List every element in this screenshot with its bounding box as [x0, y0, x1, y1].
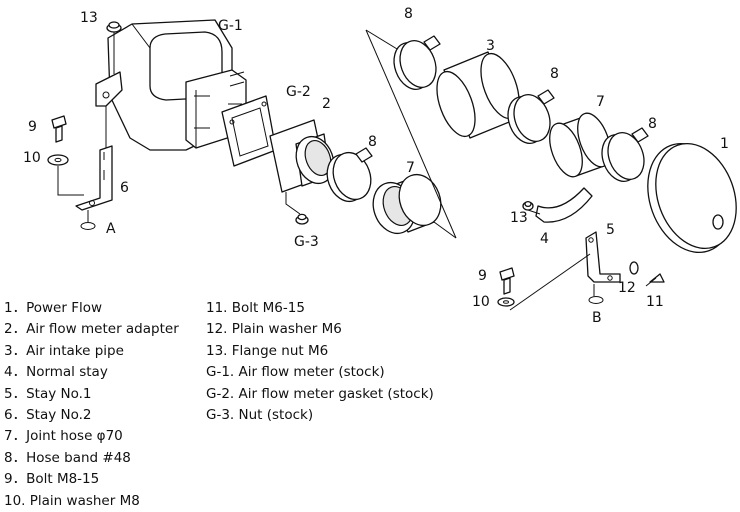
callout-a: A [106, 221, 116, 237]
callout-11: 11 [646, 294, 664, 310]
callout-7-adapter: 7 [406, 160, 415, 176]
callout-8-top: 8 [404, 6, 413, 22]
legend-item: 3．Air intake pipe [4, 342, 124, 359]
callout-9-right: 9 [478, 268, 487, 284]
power-flow-filter-1 [647, 142, 737, 254]
hose-band-8d [601, 127, 649, 182]
callout-1: 1 [720, 136, 729, 152]
callout-8-adapter: 8 [368, 134, 377, 150]
legend-item: 8．Hose band #48 [4, 449, 131, 466]
legend-item: 1．Power Flow [4, 300, 103, 316]
legend-item: 4．Normal stay [4, 364, 108, 381]
callout-13-right: 13 [510, 210, 528, 226]
callout-8-right: 8 [648, 116, 657, 132]
legend-item: 6．Stay No.2 [4, 407, 92, 424]
callout-8-middle: 8 [550, 66, 559, 82]
callout-g2: G-2 [286, 84, 311, 100]
air-flow-meter-adapter-2 [269, 119, 335, 193]
legend-item: G-3. Nut (stock) [206, 407, 314, 424]
callout-6: 6 [120, 180, 129, 196]
legend-item: 13. Flange nut M6 [206, 342, 329, 359]
bolt-9a [51, 115, 67, 143]
air-intake-pipe-3 [436, 51, 520, 139]
callout-12: 12 [618, 280, 636, 296]
parts-legend-left: 1．Power Flow 2．Air flow meter adapter 3．… [4, 298, 179, 512]
plain-washer-12 [629, 261, 639, 275]
bolt-11 [645, 273, 665, 287]
stay-no1-5 [585, 231, 621, 283]
callout-g1: G-1 [218, 18, 243, 34]
bolt-9b [499, 267, 515, 295]
callout-b: B [592, 310, 602, 326]
legend-item: G-1. Air flow meter (stock) [206, 364, 385, 381]
legend-item: 11. Bolt M6-15 [206, 300, 305, 316]
legend-item: 5．Stay No.1 [4, 385, 92, 402]
legend-item: 9．Bolt M8-15 [4, 471, 100, 488]
air-flow-meter-gasket-g2 [221, 95, 277, 167]
normal-stay-4 [535, 187, 593, 223]
plain-washer-10b [497, 297, 515, 307]
legend-item: 10. Plain washer M8 [4, 492, 140, 509]
callout-9-left: 9 [28, 119, 37, 135]
callout-13-top: 13 [80, 10, 98, 26]
mount-point-b [588, 296, 604, 304]
callout-2: 2 [322, 96, 331, 112]
nut-g3 [295, 213, 309, 225]
legend-item: 7．Joint hose φ70 [4, 428, 123, 445]
plain-washer-10a [47, 154, 69, 166]
callout-10-right: 10 [472, 294, 490, 310]
flange-nut-13b [522, 200, 534, 211]
callout-5: 5 [606, 222, 615, 238]
callout-7-right: 7 [596, 94, 605, 110]
callout-10-left: 10 [23, 150, 41, 166]
flange-nut-13a [106, 21, 122, 33]
hose-band-8b [393, 35, 441, 90]
stay-no2-6 [75, 145, 113, 211]
hose-band-8c [507, 89, 555, 144]
guide-line [365, 29, 457, 239]
legend-item: 12. Plain washer M6 [206, 321, 342, 338]
hose-band-8a [326, 147, 373, 203]
legend-item: G-2. Air flow meter gasket (stock) [206, 385, 434, 402]
callout-3: 3 [486, 38, 495, 54]
parts-legend-right: 11. Bolt M6-15 12. Plain washer M6 13. F… [206, 298, 434, 426]
mount-point-a [80, 222, 96, 230]
joint-hose-7a [372, 173, 442, 235]
callout-g3: G-3 [294, 234, 319, 250]
legend-item: 2．Air flow meter adapter [4, 321, 179, 338]
callout-4: 4 [540, 231, 549, 247]
air-flow-meter-g1 [95, 19, 247, 151]
